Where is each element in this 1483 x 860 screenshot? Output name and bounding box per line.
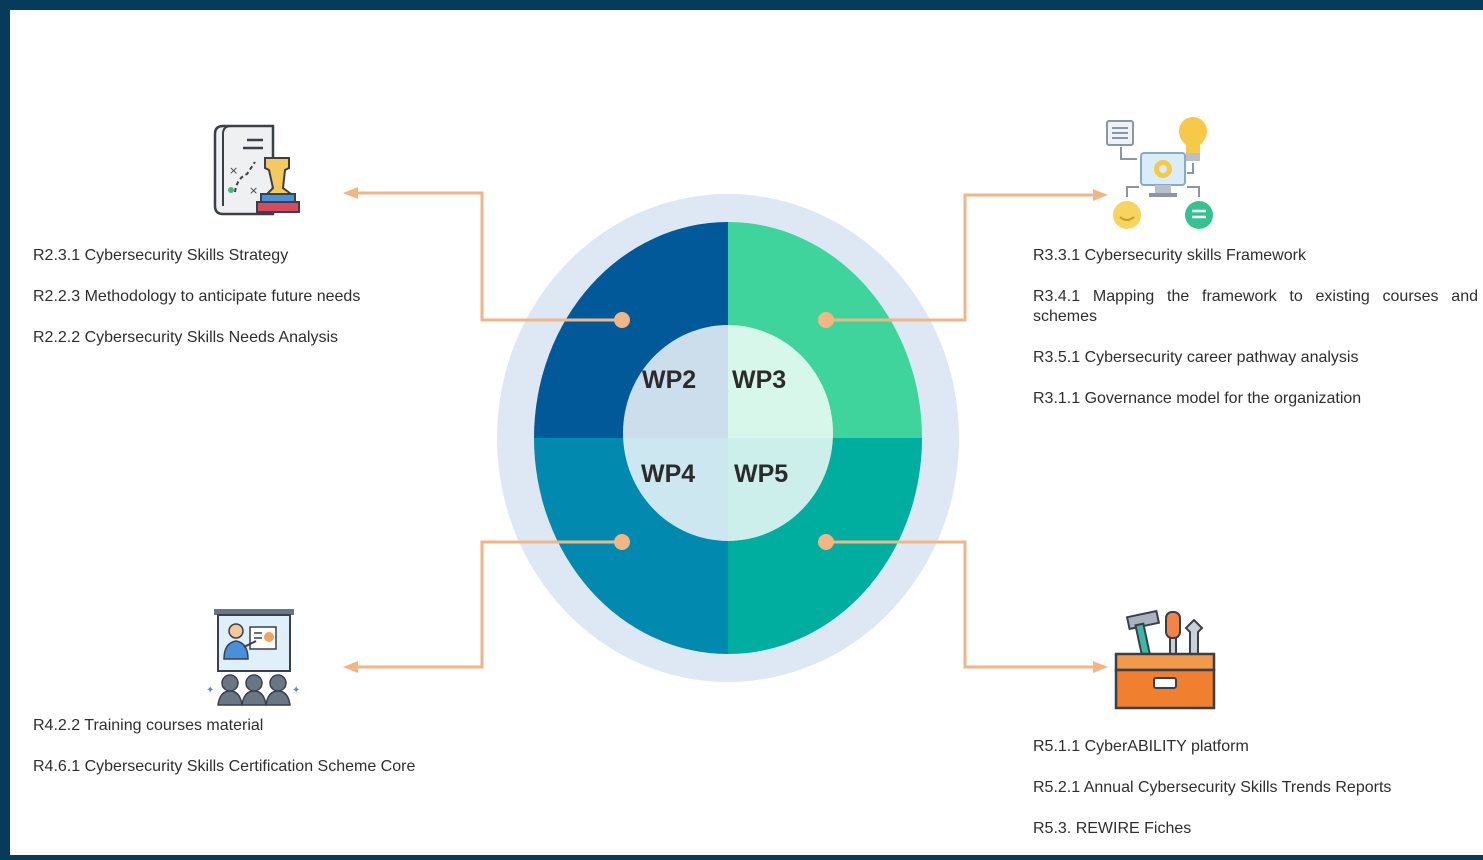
toolbox-icon [1114,609,1216,710]
wp4-connector [353,540,622,669]
wp5-result-item: R5.1.1 CyberABILITY platform [1033,738,1249,755]
wp5-connector-dot [818,534,834,550]
svg-text:×: × [249,184,258,197]
wp2-result-item: R2.2.3 Methodology to anticipate future … [33,288,361,305]
wp2-results-list: R2.3.1 Cybersecurity Skills Strategy R2.… [33,246,473,369]
wp4-results-list: R4.2.2 Training courses material R4.6.1 … [33,716,513,798]
framework-mapping-icon [1106,117,1213,229]
wp5-results-list: R5.1.1 CyberABILITY platform R5.2.1 Annu… [1033,737,1478,860]
wp5-result-item: R5.3. REWIRE Fiches [1033,820,1192,837]
wp3-results-list: R3.3.1 Cybersecurity skills Framework R3… [1033,246,1478,430]
wp5-label: WP5 [734,460,788,488]
wp3-result-item: R3.5.1 Cybersecurity career pathway anal… [1033,349,1359,366]
wp5-arrowhead [1093,661,1108,673]
training-presentation-icon: ✦ ✦ [206,609,300,706]
wp4-label: WP4 [641,460,695,488]
svg-text:✦: ✦ [206,685,214,696]
wp3-result-item: R3.1.1 Governance model for the organiza… [1033,390,1362,407]
wp4-arrowhead [343,661,358,673]
diagram-canvas: WP2 WP3 WP4 WP5 × × [10,10,1483,855]
wheel-center-disc [623,325,833,541]
wp2-connector-dot [614,312,630,328]
wp2-label: WP2 [642,366,696,394]
wp5-connector [826,540,1098,669]
wp2-connector [353,191,622,322]
wp2-result-item: R2.2.2 Cybersecurity Skills Needs Analys… [33,329,339,346]
wp3-arrowhead [1093,189,1108,201]
svg-text:×: × [229,164,238,177]
wp2-result-item: R2.3.1 Cybersecurity Skills Strategy [33,247,289,264]
wp5-result-item: R5.2.1 Annual Cybersecurity Skills Trend… [1033,779,1392,796]
wp3-result-item: R3.4.1 Mapping the framework to existing… [1033,288,1478,325]
svg-text:✦: ✦ [292,685,300,696]
work-package-wheel-diagram: WP2 WP3 WP4 WP5 [343,187,1108,682]
strategy-document-chess-icon: × × [213,124,300,216]
wp3-result-item: R3.3.1 Cybersecurity skills Framework [1033,247,1306,264]
wp4-result-item: R4.6.1 Cybersecurity Skills Certificatio… [33,758,416,775]
wp3-label: WP3 [732,366,786,394]
wp2-arrowhead [343,187,358,199]
wp4-connector-dot [614,534,630,550]
wp3-connector-dot [818,312,834,328]
wp3-connector [826,193,1098,322]
wp4-result-item: R4.2.2 Training courses material [33,717,264,734]
